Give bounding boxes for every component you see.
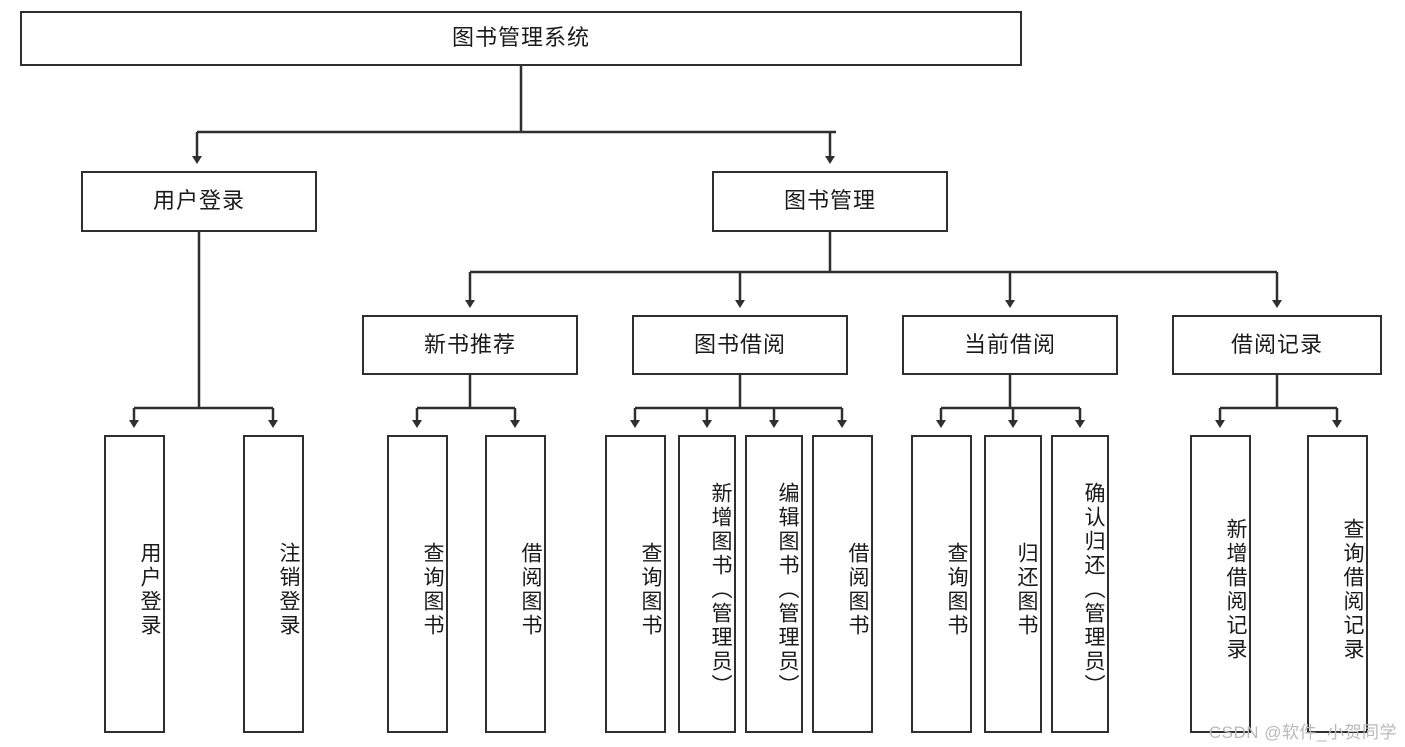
- leaf-logout-label: 注销登录: [277, 542, 300, 638]
- leaf-query-book-borrow-label: 查询图书: [639, 542, 662, 638]
- leaf-borrow-book-recommend[interactable]: 借阅图书: [485, 435, 546, 733]
- node-book-management-label: 图书管理: [783, 188, 876, 214]
- leaf-return-book[interactable]: 归还图书: [984, 435, 1042, 733]
- leaf-query-book-recommend[interactable]: 查询图书: [387, 435, 448, 733]
- node-book-borrow-label: 图书借阅: [693, 331, 786, 357]
- node-current-borrow-label: 当前借阅: [963, 331, 1056, 357]
- leaf-add-book-admin-label: 新增图书（管理员）: [709, 482, 732, 698]
- leaf-confirm-return-admin-label: 确认归还（管理员）: [1082, 482, 1105, 698]
- node-root-label: 图书管理系统: [451, 25, 590, 51]
- leaf-add-borrow-record-label: 新增借阅记录: [1224, 518, 1247, 662]
- node-user-login[interactable]: 用户登录: [81, 171, 317, 232]
- leaf-query-book-borrow[interactable]: 查询图书: [605, 435, 666, 733]
- leaf-add-book-admin[interactable]: 新增图书（管理员）: [678, 435, 736, 733]
- node-book-borrow[interactable]: 图书借阅: [632, 315, 848, 375]
- leaf-edit-book-admin[interactable]: 编辑图书（管理员）: [745, 435, 803, 733]
- leaf-query-borrow-record[interactable]: 查询借阅记录: [1307, 435, 1368, 733]
- leaf-user-login-label: 用户登录: [138, 542, 161, 638]
- node-new-book-recommend[interactable]: 新书推荐: [362, 315, 578, 375]
- leaf-query-book-current-label: 查询图书: [945, 542, 968, 638]
- leaf-edit-book-admin-label: 编辑图书（管理员）: [776, 482, 799, 698]
- csdn-watermark: CSDN @软件_小贺同学: [1208, 723, 1397, 742]
- leaf-borrow-book-label: 借阅图书: [846, 542, 869, 638]
- leaf-confirm-return-admin[interactable]: 确认归还（管理员）: [1051, 435, 1109, 733]
- node-root[interactable]: 图书管理系统: [20, 11, 1022, 66]
- leaf-query-book-recommend-label: 查询图书: [421, 542, 444, 638]
- leaf-user-login[interactable]: 用户登录: [104, 435, 165, 733]
- leaf-add-borrow-record[interactable]: 新增借阅记录: [1190, 435, 1251, 733]
- leaf-borrow-book-recommend-label: 借阅图书: [519, 542, 542, 638]
- node-current-borrow[interactable]: 当前借阅: [902, 315, 1118, 375]
- leaf-return-book-label: 归还图书: [1015, 542, 1038, 638]
- leaf-logout[interactable]: 注销登录: [243, 435, 304, 733]
- leaf-borrow-book[interactable]: 借阅图书: [812, 435, 873, 733]
- node-borrow-record[interactable]: 借阅记录: [1172, 315, 1382, 375]
- leaf-query-book-current[interactable]: 查询图书: [911, 435, 972, 733]
- leaf-query-borrow-record-label: 查询借阅记录: [1341, 518, 1364, 662]
- node-book-management[interactable]: 图书管理: [712, 171, 948, 232]
- node-borrow-record-label: 借阅记录: [1230, 331, 1323, 357]
- node-user-login-label: 用户登录: [152, 188, 245, 214]
- node-new-book-recommend-label: 新书推荐: [423, 331, 516, 357]
